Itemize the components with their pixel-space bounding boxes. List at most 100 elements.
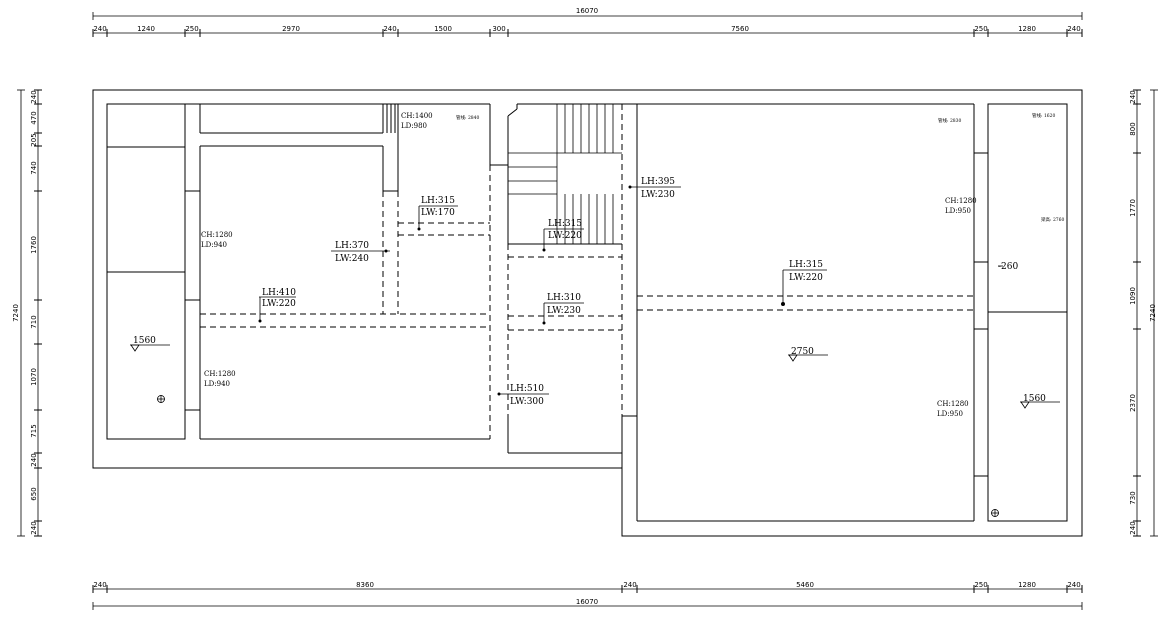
room-b-ch: CH:1400 <box>401 112 433 120</box>
beam-7-lh: LH:395 <box>641 177 675 187</box>
top-dim-10: 1280 <box>1018 25 1036 33</box>
top-dim-4: 2970 <box>282 25 300 33</box>
left-dim-7: 1070 <box>30 368 38 386</box>
elevation-center-value: 2750 <box>791 347 814 357</box>
beam-annotation-5: LH:310 LW:230 <box>542 293 584 325</box>
level-triangle-icon <box>1020 401 1030 409</box>
left-wall-markers <box>185 190 200 411</box>
elevation-marker-center: 2750 <box>788 347 828 362</box>
beam-annotation-8: LH:315 LW:220 <box>781 260 827 306</box>
bottom-dimension-lines <box>92 585 1083 610</box>
beam-8-lh: LH:315 <box>789 260 823 270</box>
left-dim-10: 650 <box>30 487 38 500</box>
room-a-bottom-ld: LD:940 <box>204 380 230 388</box>
beam-1-lh: LH:315 <box>421 196 455 206</box>
room-a-walls <box>185 103 491 440</box>
bottom-dim-3: 240 <box>623 581 636 589</box>
left-total-dim: 7240 <box>12 304 20 322</box>
right-dim-7: 240 <box>1129 521 1137 534</box>
level-triangle-icon <box>788 354 798 362</box>
beam-annotation-6: LH:510 LW:300 <box>497 384 549 407</box>
right-dimension-lines <box>1133 89 1158 537</box>
left-strip-room <box>106 103 186 440</box>
left-segment-dims: 240 470 205 740 1760 710 1070 715 240 65… <box>30 90 38 534</box>
bottom-dim-5: 250 <box>974 581 987 589</box>
top-dim-9: 250 <box>974 25 987 33</box>
floor-drain-icon <box>157 395 165 403</box>
bottom-segment-dims: 240 8360 240 5460 250 1280 240 <box>93 581 1080 589</box>
beam-1-lw: LW:170 <box>421 208 455 218</box>
top-dim-5: 240 <box>383 25 396 33</box>
right-dim-6: 730 <box>1129 491 1137 504</box>
right-dim-4: 1090 <box>1129 287 1137 305</box>
room-a-top-ld: LD:940 <box>201 241 227 249</box>
right-dim-3: 1770 <box>1129 199 1137 217</box>
left-dim-1: 240 <box>30 90 38 103</box>
beam-3-lh: LH:410 <box>262 288 296 298</box>
ceiling-note-room-b: CH:1400 LD:980 <box>401 112 433 130</box>
beam-6-lw: LW:300 <box>510 397 544 407</box>
elevation-left-value: 1560 <box>133 336 156 346</box>
top-dim-1: 240 <box>93 25 106 33</box>
beam-2-lh: LH:370 <box>335 241 369 251</box>
ceiling-note-hall-top: CH:1280 LD:950 <box>945 197 977 215</box>
right-total-dim: 7240 <box>1149 304 1157 322</box>
beam-annotation-2: LH:370 LW:240 <box>331 241 390 264</box>
beam-8-lw: LW:220 <box>789 273 823 283</box>
left-dim-3: 205 <box>30 133 38 146</box>
bottom-dim-7: 240 <box>1067 581 1080 589</box>
left-dim-4: 740 <box>30 161 38 174</box>
level-triangle-icon <box>130 344 140 352</box>
right-segment-dims: 240 800 1770 1090 2370 730 240 <box>1129 90 1137 534</box>
beam-7-lw: LW:230 <box>641 190 675 200</box>
hall-top-ld: LD:950 <box>945 207 971 215</box>
top-dim-7: 300 <box>492 25 505 33</box>
beam-annotation-7: LH:395 LW:230 <box>628 177 681 200</box>
elevation-right-value: 1560 <box>1023 394 1046 404</box>
beam-5-lw: LW:230 <box>547 306 581 316</box>
right-strip-room <box>974 103 1068 522</box>
top-dimension-lines <box>92 12 1083 37</box>
left-dim-11: 240 <box>30 521 38 534</box>
left-dim-8: 715 <box>30 424 38 437</box>
tiny-note-right-mid: 梁高: 2760 <box>1041 216 1065 223</box>
beam-annotation-1: LH:315 LW:170 <box>417 196 458 231</box>
left-dim-9: 240 <box>30 453 38 466</box>
top-dim-8: 7560 <box>731 25 749 33</box>
tiny-note-right-top: 管线: 1620 <box>1032 112 1056 119</box>
beam-2-lw: LW:240 <box>335 254 369 264</box>
beam-annotation-3: LH:410 LW:220 <box>258 288 296 323</box>
ceiling-note-hall-bottom: CH:1280 LD:950 <box>937 400 969 418</box>
beam-4-lh: LH:315 <box>548 219 582 229</box>
staircase <box>508 104 622 244</box>
bottom-dim-4: 5460 <box>796 581 814 589</box>
elevation-right-side-value: -260 <box>998 262 1018 272</box>
outer-wall-outline <box>92 89 1083 537</box>
top-segment-dims: 240 1240 250 2970 240 1500 300 7560 250 … <box>93 25 1080 33</box>
beam-annotation-4: LH:315 LW:220 <box>542 219 584 252</box>
beam-4-lw: LW:220 <box>548 231 582 241</box>
dashed-beam-lines <box>200 104 974 439</box>
ceiling-note-room-a-top: CH:1280 LD:940 <box>201 231 233 249</box>
bottom-total-dim: 16070 <box>576 598 598 606</box>
floor-drain-icon <box>991 509 999 517</box>
top-dim-6: 1500 <box>434 25 452 33</box>
room-a-top-ch: CH:1280 <box>201 231 233 239</box>
top-dim-3: 250 <box>185 25 198 33</box>
right-dim-5: 2370 <box>1129 394 1137 412</box>
right-dim-1: 240 <box>1129 90 1137 103</box>
elevation-marker-right: 1560 <box>1020 394 1060 409</box>
room-a-bottom-ch: CH:1280 <box>204 370 236 378</box>
top-total-dim: 16070 <box>576 7 598 15</box>
main-hall-walls <box>636 103 975 522</box>
beam-6-lh: LH:510 <box>510 384 544 394</box>
hall-bottom-ld: LD:950 <box>937 410 963 418</box>
hall-top-ch: CH:1280 <box>945 197 977 205</box>
left-dimension-lines <box>17 89 42 537</box>
left-dim-5: 1760 <box>30 236 38 254</box>
room-b-ld: LD:980 <box>401 122 427 130</box>
bottom-dim-6: 1280 <box>1018 581 1036 589</box>
elevation-marker-left: 1560 <box>130 336 170 352</box>
tiny-note-room-b: 管线: 2840 <box>456 114 480 121</box>
